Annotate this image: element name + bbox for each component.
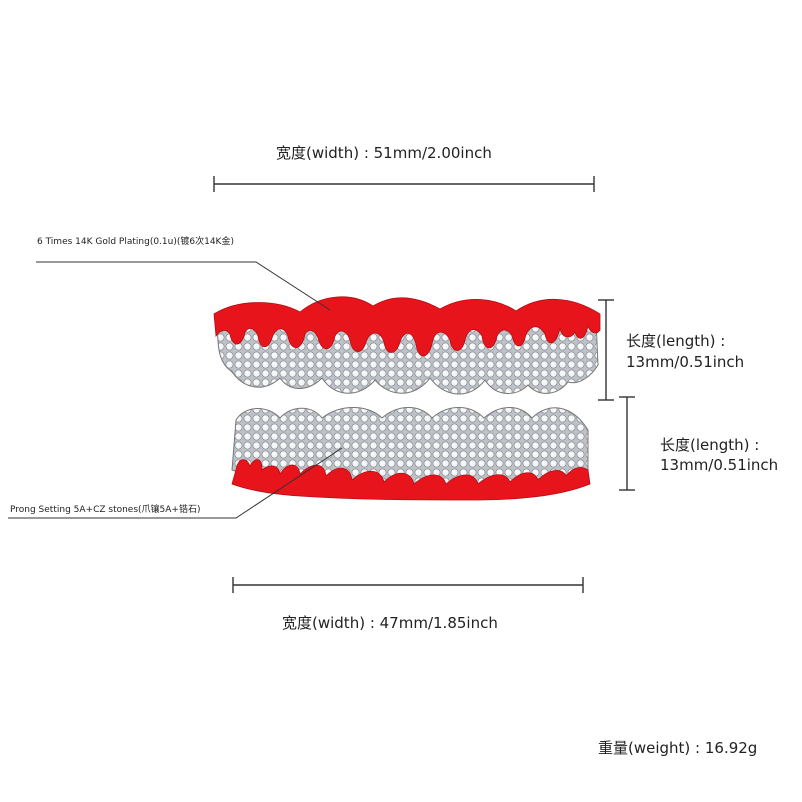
upper-grill [213,296,601,395]
upper-length-dimension [598,299,614,401]
lower-grill [231,407,591,501]
setting-callout-label: Prong Setting 5A+CZ stones(爪镶5A+锆石) [10,505,201,515]
lower-length-label-line2: 13mm/0.51inch [660,456,779,474]
setting-leader-line [8,447,343,519]
plating-callout-label: 6 Times 14K Gold Plating(0.1u)(镀6次14K金) [37,237,234,247]
lower-length-dimension [619,396,635,491]
bottom-width-label: 宽度(width) : 47mm/1.85inch [282,614,498,632]
bottom-width-dimension [232,577,584,593]
upper-length-label-line1: 长度(length) : [626,332,726,350]
top-width-label: 宽度(width) : 51mm/2.00inch [276,144,492,162]
lower-enamel-drips [231,459,591,501]
upper-length-label-line2: 13mm/0.51inch [626,353,745,371]
weight-label: 重量(weight) : 16.92g [598,739,758,757]
top-width-dimension [213,176,595,192]
plating-leader-line [36,261,331,311]
upper-enamel-drips [213,296,601,357]
lower-length-label-line1: 长度(length) : [660,436,760,454]
